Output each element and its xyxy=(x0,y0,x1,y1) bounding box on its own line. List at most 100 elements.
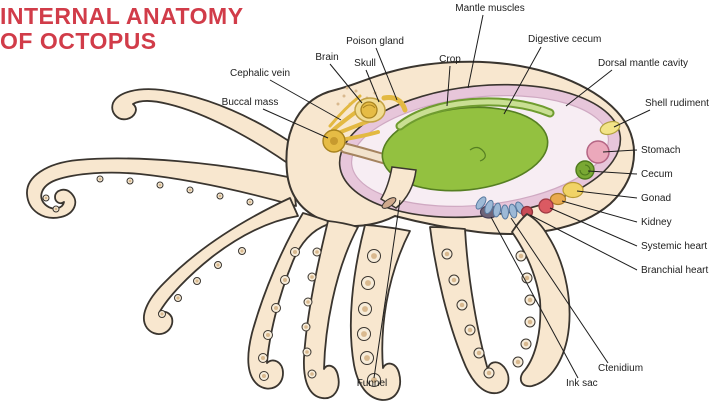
sucker-center xyxy=(476,350,482,356)
sucker-center xyxy=(486,370,492,376)
sucker-center xyxy=(451,277,457,283)
leader-funnel xyxy=(373,199,401,379)
sucker-center xyxy=(188,188,192,192)
arm-front-1 xyxy=(247,212,334,390)
label-dorsal-mantle-cavity: Dorsal mantle cavity xyxy=(598,58,688,69)
diagram-title-line1: INTERNAL ANATOMY xyxy=(0,3,244,29)
sucker-center xyxy=(315,250,319,254)
leader-cecum xyxy=(587,170,638,175)
sucker-center xyxy=(282,277,288,283)
sucker-center xyxy=(98,177,102,181)
sucker-center xyxy=(160,312,164,316)
sucker-center xyxy=(305,350,309,354)
label-funnel: Funnel xyxy=(357,378,388,389)
systemic-heart-shape xyxy=(538,198,554,214)
label-stomach: Stomach xyxy=(641,145,680,156)
label-ctenidium: Ctenidium xyxy=(598,363,643,374)
leader-poison-gland xyxy=(375,47,398,101)
label-branchial-heart: Branchial heart xyxy=(641,265,708,276)
sucker-center xyxy=(306,300,310,304)
leader-digestive-cecum xyxy=(503,46,542,115)
leader-buccal-mass xyxy=(262,108,329,139)
label-shell-rudiment: Shell rudiment xyxy=(645,98,709,109)
leader-systemic-heart xyxy=(549,207,638,247)
sucker-center xyxy=(518,253,524,259)
arm-front-4 xyxy=(429,226,510,394)
arm-right xyxy=(511,213,571,388)
sucker-center xyxy=(524,275,530,281)
sucker-center xyxy=(364,355,370,361)
leader-crop xyxy=(446,65,451,107)
sucker-center xyxy=(459,302,465,308)
suckers xyxy=(42,175,536,387)
sucker-center xyxy=(361,331,367,337)
cecum-shape xyxy=(575,160,595,180)
funnel-shape xyxy=(379,166,417,209)
sucker-center xyxy=(444,251,450,257)
label-skull: Skull xyxy=(354,58,376,69)
label-gonad: Gonad xyxy=(641,193,671,204)
brain-shape xyxy=(360,101,378,119)
funnel-opening xyxy=(381,197,397,209)
cecum-spiral xyxy=(579,164,591,176)
label-cecum: Cecum xyxy=(641,169,673,180)
sucker-center xyxy=(128,179,132,183)
sucker-center xyxy=(467,327,473,333)
label-mantle-muscles: Mantle muscles xyxy=(455,3,524,14)
label-ink-sac: Ink sac xyxy=(566,378,598,389)
sucker-center xyxy=(310,275,314,279)
leader-brain xyxy=(329,63,363,104)
leader-dorsal-mantle-cavity xyxy=(565,69,613,107)
label-systemic-heart: Systemic heart xyxy=(641,241,707,252)
sucker-center xyxy=(371,377,377,383)
sucker-center xyxy=(365,280,371,286)
back-arms xyxy=(26,88,301,335)
label-buccal-mass: Buccal mass xyxy=(222,97,279,108)
leader-kidney xyxy=(561,200,638,223)
sucker-center xyxy=(216,263,220,267)
label-cephalic-vein: Cephalic vein xyxy=(230,68,290,79)
sucker-center xyxy=(195,279,199,283)
arm-lower-left xyxy=(142,197,299,335)
sucker-center xyxy=(158,183,162,187)
arm-front-2 xyxy=(303,220,359,400)
kidney-shape xyxy=(549,192,567,206)
leader-ink-sac xyxy=(490,216,579,379)
sucker-center xyxy=(218,194,222,198)
leader-branchial-heart xyxy=(529,214,638,271)
leader-stomach xyxy=(602,149,638,153)
diagram-title: INTERNAL ANATOMY OF OCTOPUS xyxy=(0,4,244,54)
sucker-center xyxy=(304,325,308,329)
sucker-center xyxy=(240,249,244,253)
leader-ctenidium xyxy=(510,217,609,364)
sucker-center xyxy=(176,296,180,300)
sucker-center xyxy=(362,306,368,312)
sucker-center xyxy=(527,297,533,303)
digestive-gland-detail xyxy=(469,146,486,162)
brain-detail xyxy=(362,104,376,109)
arm-upper-left xyxy=(111,88,301,173)
diagram-title-line2: OF OCTOPUS xyxy=(0,27,157,54)
label-brain: Brain xyxy=(315,52,338,63)
sucker-center xyxy=(527,319,533,325)
label-digestive-cecum: Digestive cecum xyxy=(528,34,601,45)
label-poison-gland: Poison gland xyxy=(346,36,404,47)
sucker-center xyxy=(260,355,266,361)
leader-skull xyxy=(365,69,380,103)
leader-mantle-muscles xyxy=(467,14,484,89)
sucker-center xyxy=(261,373,267,379)
label-crop: Crop xyxy=(439,54,461,65)
leader-shell-rudiment xyxy=(613,109,651,128)
sucker-center xyxy=(515,359,521,365)
sucker-center xyxy=(248,200,252,204)
leader-gonad xyxy=(576,190,638,199)
gonad-shape xyxy=(562,181,584,199)
crop-tube xyxy=(397,99,553,129)
sucker-center xyxy=(292,249,298,255)
arm-far-left xyxy=(26,157,297,219)
sucker-center xyxy=(44,196,48,200)
sucker-center xyxy=(371,253,377,259)
sucker-center xyxy=(523,341,529,347)
